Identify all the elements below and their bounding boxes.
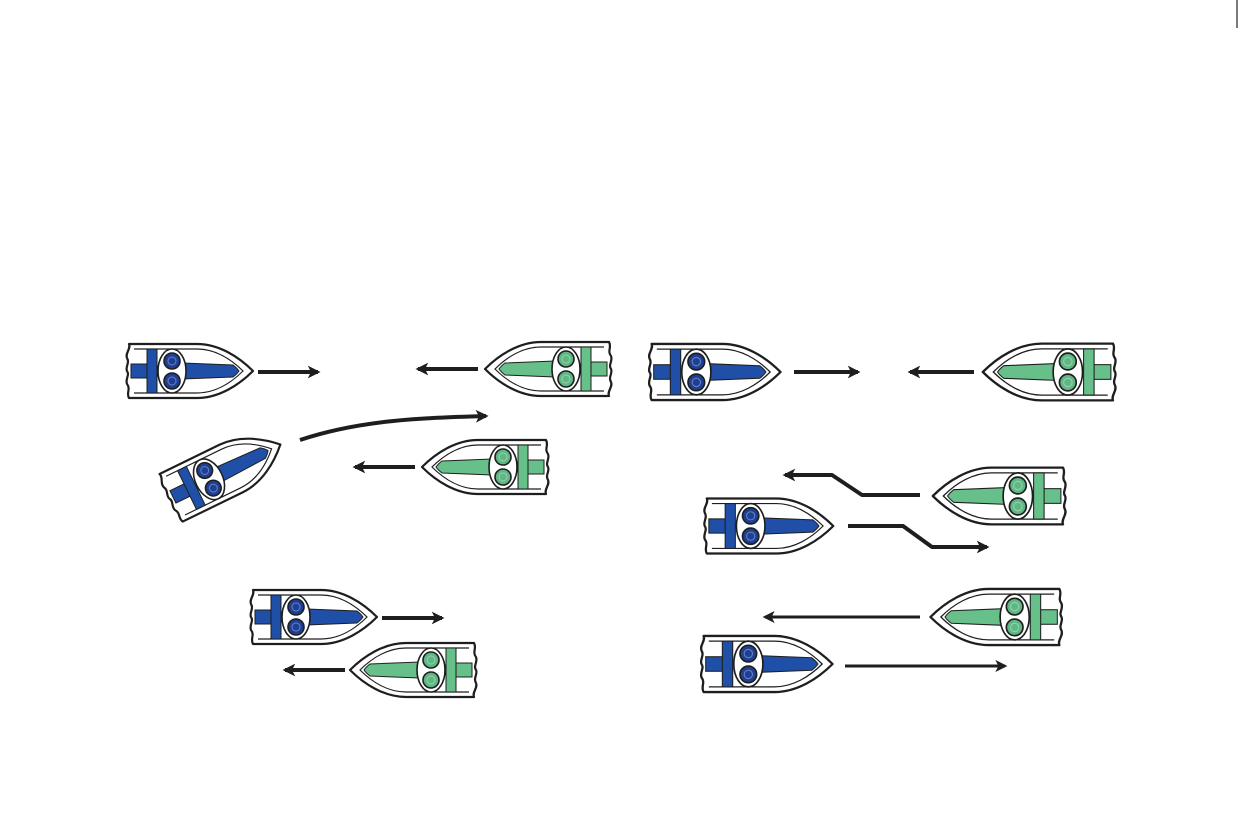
engine-icon [688,353,705,370]
engine-icon [558,371,574,387]
arrow-jog-right [848,526,987,547]
blue-boat [127,344,253,398]
green-boat [930,589,1062,645]
engine-icon [740,645,757,662]
engine-icon [495,469,511,485]
blue-boat [157,421,292,523]
engine-icon [288,599,304,615]
arrow-curve-right [300,416,486,440]
engine-icon [423,652,439,668]
engine-icon [164,353,180,369]
engine-icon [423,672,439,688]
engine-icon [1006,598,1023,615]
engine-icon [1009,498,1026,515]
engine-icon [740,666,757,683]
engine-icon [164,373,180,389]
blue-boat [649,344,781,400]
blue-boat [251,590,377,644]
engine-icon [495,449,511,465]
engine-icon [688,374,705,391]
green-boat [983,344,1116,401]
engine-icon [743,508,759,524]
blue-boat [701,636,833,692]
engine-icon [1059,374,1076,391]
engine-icon [558,351,574,367]
engine-icon [1006,619,1023,636]
green-boat [485,342,611,396]
engine-icon [288,619,304,635]
green-boat [422,440,548,494]
engine-icon [1009,477,1026,494]
green-boat [350,643,476,697]
green-boat [933,468,1066,525]
arrow-jog-left [785,475,920,495]
engine-icon [1059,353,1076,370]
blue-boat [704,498,833,553]
engine-icon [743,528,759,544]
